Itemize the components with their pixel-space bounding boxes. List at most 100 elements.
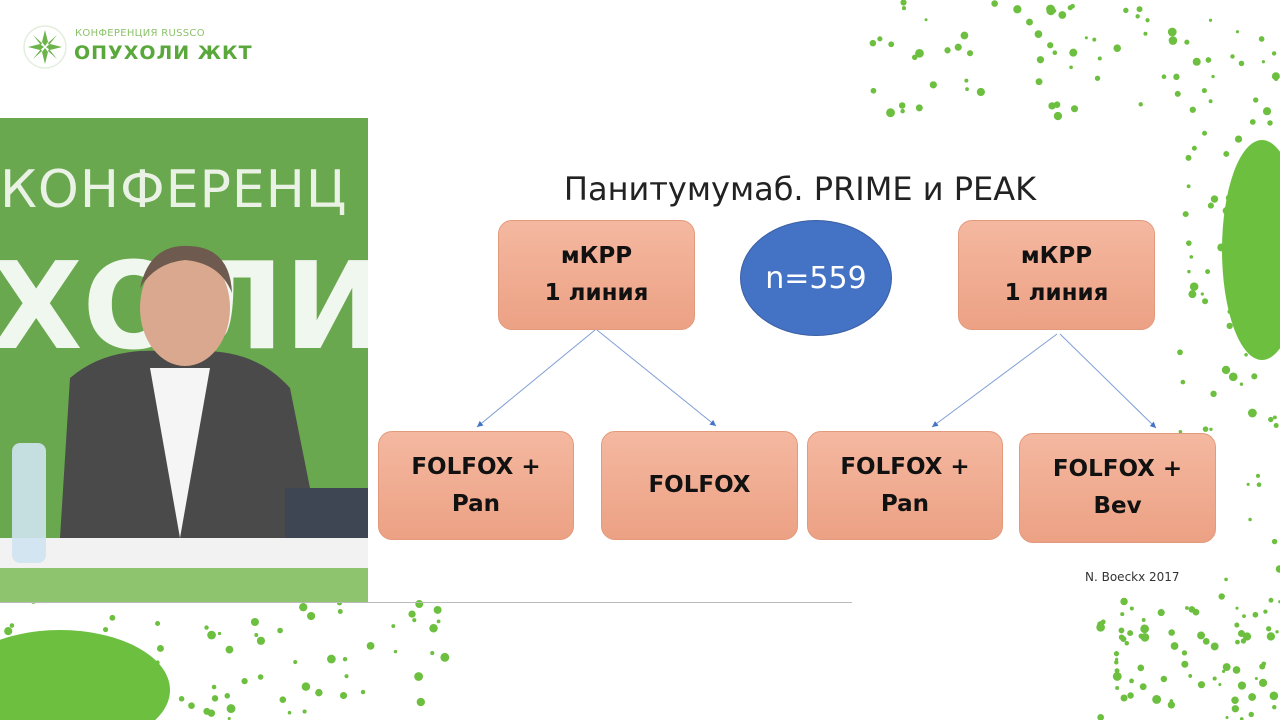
decor-dot: [1137, 664, 1145, 672]
decor-dot: [1069, 65, 1073, 70]
decor-dot: [1225, 715, 1229, 719]
decor-dot: [900, 0, 907, 6]
backdrop-text: КОНФЕРЕНЦ: [0, 160, 348, 220]
decor-dot: [227, 717, 231, 720]
decor-dot: [1035, 78, 1043, 86]
box-folfox-bev: FOLFOX + Bev: [1019, 433, 1216, 543]
decor-dot: [1168, 629, 1175, 636]
decor-dot: [440, 652, 450, 662]
decor-dot: [1205, 57, 1212, 63]
decor-dot: [1240, 638, 1247, 644]
decor-dot: [408, 610, 416, 618]
decor-dot: [1235, 30, 1240, 34]
decor-dot: [287, 710, 292, 715]
decor-dot: [1191, 145, 1197, 151]
decor-dot: [1218, 682, 1222, 687]
decor-dot: [1141, 618, 1146, 622]
arrow: [596, 329, 717, 427]
decor-dot: [178, 696, 185, 702]
decor-dot: [1127, 692, 1134, 699]
decor-dot: [1208, 18, 1213, 22]
decor-dot: [1232, 666, 1241, 674]
logo-subtitle: КОНФЕРЕНЦИЯ RUSSCO: [75, 28, 205, 39]
decor-dot: [1113, 651, 1120, 657]
decor-dot: [1242, 614, 1246, 618]
decor-dot: [1226, 322, 1233, 330]
decor-dot: [1271, 72, 1280, 81]
decor-dot: [1197, 681, 1206, 689]
decor-dot: [915, 48, 924, 58]
decor-dot: [1143, 31, 1148, 36]
decor-dot: [1118, 634, 1125, 641]
decor-dot: [1242, 632, 1252, 641]
decor-dot: [211, 684, 217, 690]
decor-dot: [1235, 639, 1240, 645]
decor-dot: [1135, 14, 1140, 19]
decor-dot: [1224, 577, 1228, 582]
decor-dot: [430, 651, 435, 656]
russco-logo-icon: [23, 25, 67, 69]
decor-dot: [1267, 120, 1273, 126]
decor-dot: [1167, 27, 1177, 37]
decor-dot: [436, 619, 441, 624]
decor-dot: [1173, 73, 1180, 80]
decor-dot: [1248, 408, 1257, 418]
decor-dot: [1188, 606, 1196, 613]
decor-dot: [954, 43, 962, 51]
decor-dot: [1209, 427, 1213, 431]
arrow: [931, 333, 1058, 428]
decor-dot: [1070, 105, 1079, 113]
decor-dot: [1222, 663, 1231, 672]
decor-dot: [1234, 622, 1240, 628]
decor-dot: [224, 693, 231, 699]
citation: N. Boeckx 2017: [1085, 570, 1180, 584]
decor-dot: [315, 688, 323, 697]
decor-dot: [1127, 630, 1134, 637]
decor-dot: [1124, 640, 1130, 646]
decor-dot: [1271, 51, 1277, 56]
decor-dot: [1207, 202, 1214, 209]
decor-dot: [1237, 629, 1245, 637]
decor-dot: [344, 674, 349, 679]
decor-dot: [1266, 632, 1276, 641]
decor-dot: [257, 674, 264, 680]
decor-dot: [911, 54, 918, 61]
decor-dot: [1248, 517, 1252, 522]
decor-dot: [302, 709, 307, 714]
decor-dot: [1114, 660, 1119, 665]
decor-dot: [1052, 50, 1058, 56]
decor-dot: [1140, 624, 1149, 634]
decor-dot: [226, 704, 236, 713]
decor-dot: [342, 656, 348, 662]
decor-dot: [1201, 88, 1207, 94]
decor-dot: [1046, 4, 1055, 14]
decor-dot: [1178, 429, 1183, 434]
decor-dot: [1231, 705, 1239, 713]
decor-dot: [1202, 130, 1208, 136]
decor-dot: [1152, 694, 1162, 704]
decor-dot: [1123, 7, 1129, 14]
decor-dot: [1238, 60, 1245, 67]
decor-dot: [1182, 211, 1189, 218]
decor-dot: [225, 645, 234, 654]
arrow: [476, 329, 596, 428]
decor-dot: [886, 108, 895, 118]
decor-dot: [1167, 701, 1176, 709]
decor-dot: [1262, 107, 1272, 116]
decor-dot: [1013, 5, 1022, 14]
decor-splash: [1222, 140, 1280, 360]
decor-dot: [1048, 102, 1056, 110]
decor-dot: [1067, 5, 1073, 11]
decor-dot: [277, 627, 283, 634]
decor-dot: [1138, 102, 1143, 107]
decor-dot: [964, 78, 969, 83]
decor-dot: [307, 611, 316, 621]
decor-dot: [1180, 379, 1186, 385]
decor-dot: [155, 621, 161, 627]
decor-dot: [1069, 48, 1078, 57]
decor-dot: [1189, 282, 1199, 291]
decor-dot: [1261, 60, 1266, 64]
decor-dot: [1047, 42, 1054, 49]
decor-dot: [1115, 685, 1120, 690]
